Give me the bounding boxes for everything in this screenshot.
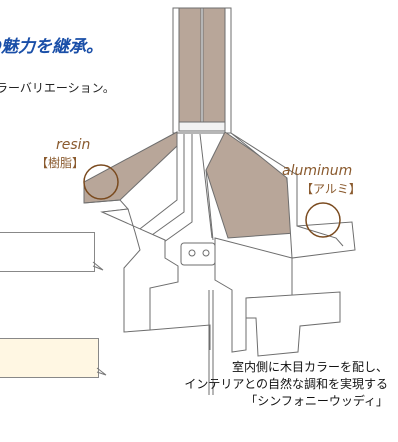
callout-pointer-upper xyxy=(92,261,104,271)
aluminum-label: aluminum xyxy=(282,163,353,179)
resin-label: resin xyxy=(56,137,91,153)
resin-wood-panel xyxy=(83,131,178,204)
callout-pointer-lower xyxy=(96,367,107,376)
vertical-sash xyxy=(172,7,232,134)
resin-highlight-circle xyxy=(83,164,119,200)
headline: 木の魅力を継承。 xyxy=(0,37,103,57)
resin-label-ja: 【樹脂】 xyxy=(36,156,85,170)
callout-box-upper xyxy=(0,232,95,272)
caption-line-1: 室内側に木目カラーを配し、 xyxy=(231,360,388,374)
caption: 室内側に木目カラーを配し、 インテリアとの自然な調和を実現する 「シンフォニーウ… xyxy=(88,359,388,410)
subheadline: カラーバリエーション。 xyxy=(0,81,115,95)
lower-frame-body xyxy=(100,208,341,395)
callout-box-lower xyxy=(0,338,99,378)
aluminum-label-ja: 【アルミ】 xyxy=(301,182,361,196)
aluminum-highlight-circle xyxy=(305,202,341,238)
caption-line-3: 「シンフォニーウッディ」 xyxy=(245,394,388,408)
caption-line-2: インテリアとの自然な調和を実現する xyxy=(184,377,388,391)
